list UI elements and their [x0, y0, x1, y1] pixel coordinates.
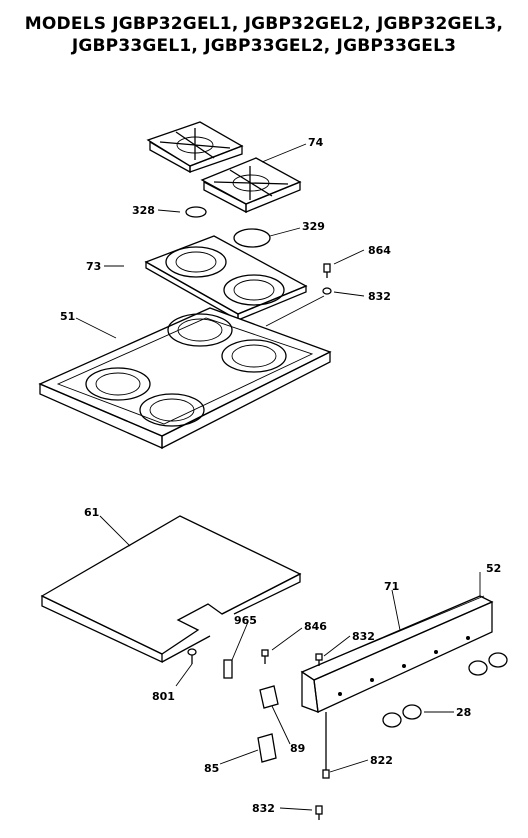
knobs-part-28 — [382, 652, 508, 728]
callout-832-bottom: 832 — [252, 802, 275, 815]
callout-328: 328 — [132, 204, 155, 217]
burner-box-part-61 — [40, 515, 302, 664]
diagram-title-line-2: JGBP33GEL1, JGBP33GEL2, JGBP33GEL3 — [71, 36, 457, 56]
drip-tray-part-73 — [144, 235, 308, 322]
callout-864: 864 — [368, 244, 391, 257]
cooktop-part-51 — [38, 307, 332, 450]
washer-part-832 — [322, 287, 332, 295]
leader-lines — [75, 143, 481, 811]
callout-832-top: 832 — [368, 290, 391, 303]
callout-73: 73 — [86, 260, 101, 273]
callout-52: 52 — [486, 562, 501, 575]
callout-51: 51 — [60, 310, 75, 323]
callout-71: 71 — [384, 580, 399, 593]
callout-846: 846 — [304, 620, 327, 633]
screw-part-832-upper — [315, 653, 323, 666]
callout-89: 89 — [290, 742, 305, 755]
callout-85: 85 — [204, 762, 219, 775]
callout-822: 822 — [370, 754, 393, 767]
screw-part-846 — [261, 649, 269, 664]
diagram-title-line-1: MODELS JGBP32GEL1, JGBP32GEL2, JGBP32GEL… — [24, 14, 504, 34]
screw-part-822 — [322, 712, 330, 779]
screw-part-832-lower — [315, 805, 323, 820]
burner-grates-part-74 — [146, 121, 302, 214]
clip-part-89 — [259, 685, 279, 709]
manifold-panel-part-52 — [300, 595, 494, 713]
shield-part-85 — [257, 733, 277, 763]
callout-329: 329 — [302, 220, 325, 233]
callout-28: 28 — [456, 706, 471, 719]
burner-cap-part-329 — [233, 228, 271, 248]
screw-part-864 — [323, 263, 331, 278]
bracket-part-965 — [223, 659, 233, 679]
callout-74: 74 — [308, 136, 324, 149]
burner-cap-part-328 — [185, 206, 207, 218]
callout-61: 61 — [84, 506, 99, 519]
callout-832-middle: 832 — [352, 630, 375, 643]
callout-801: 801 — [152, 690, 175, 703]
orifice-part-801 — [187, 648, 197, 664]
callout-965: 965 — [234, 614, 257, 627]
